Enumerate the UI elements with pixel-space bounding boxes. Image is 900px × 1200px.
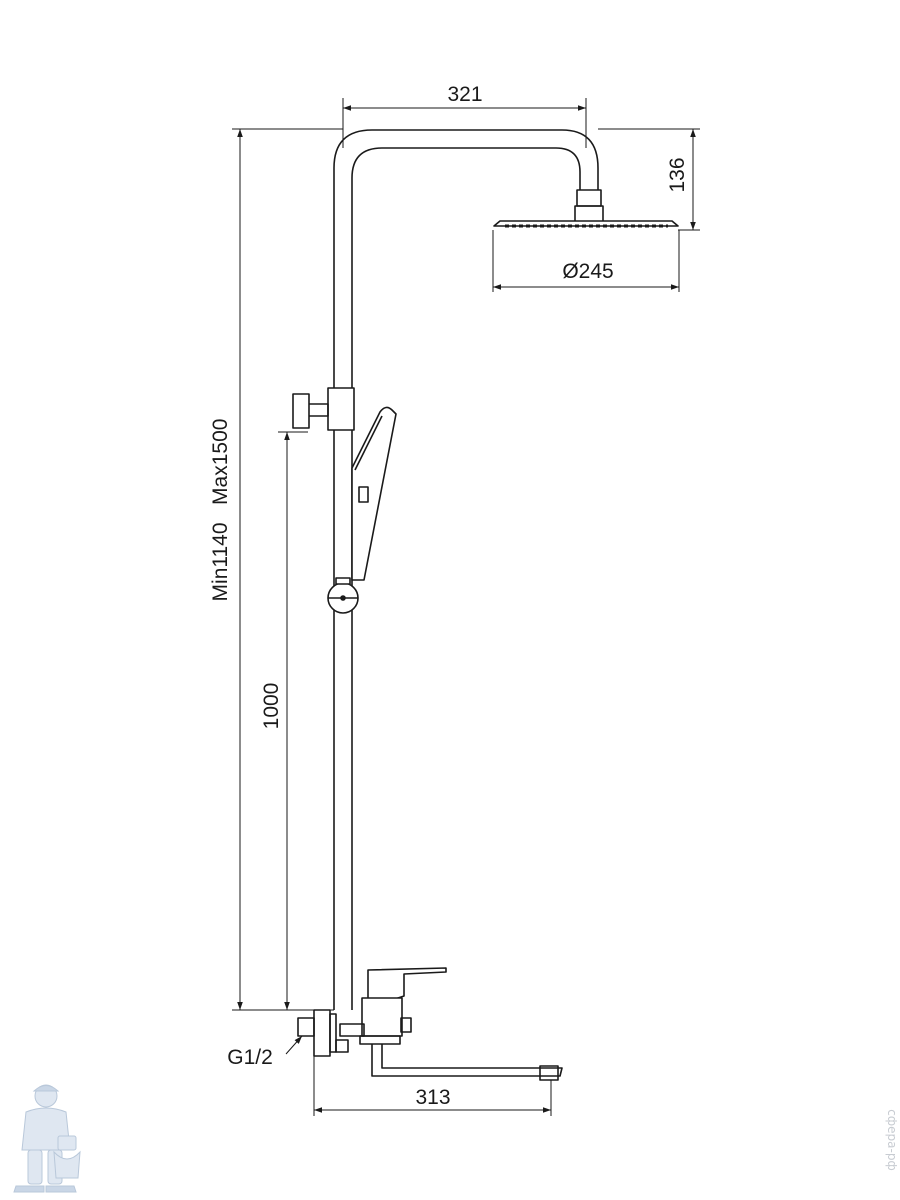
hand-shower-face <box>354 415 383 471</box>
bracket-knob-upper <box>292 393 310 429</box>
mixer-nut-lower <box>335 1039 349 1053</box>
slide-holder-screw <box>340 595 346 601</box>
inlet-eccentric <box>297 1017 315 1037</box>
slide-holder-clip <box>335 577 351 585</box>
hand-shower-button <box>358 486 369 503</box>
mixer-lever <box>367 967 447 1001</box>
wall-bracket-upper <box>327 387 355 431</box>
bath-spout <box>371 1044 563 1077</box>
wall-flange <box>313 1009 331 1057</box>
mixer-cartridge-nut <box>400 1017 412 1033</box>
wall-flange-plate <box>329 1013 337 1053</box>
dim-label-height-range: Min1140 Max1500 <box>209 419 232 602</box>
spout-aerator <box>539 1065 559 1081</box>
bracket-arm-upper <box>307 403 329 417</box>
hand-shower <box>351 406 397 581</box>
mixer-lower-body <box>359 1035 401 1045</box>
dim-label-245: Ø245 <box>562 260 613 283</box>
head-connector-nut <box>574 205 604 223</box>
riser-pipe-inner <box>351 147 581 1010</box>
dim-label-136: 136 <box>666 157 689 192</box>
mixer-connector <box>339 1023 365 1037</box>
watermark-site-text: сфера-рф <box>885 1109 899 1170</box>
plumber-mascot-logo <box>13 1084 81 1193</box>
riser-pipe <box>333 129 599 1010</box>
dim-label-313: 313 <box>415 1086 450 1109</box>
mixer-body <box>361 997 403 1037</box>
dim-label-g12: G1/2 <box>227 1046 273 1069</box>
dim-label-321: 321 <box>447 83 482 106</box>
leader-g12 <box>285 1035 303 1055</box>
dim-label-1000: 1000 <box>260 683 283 730</box>
head-connector <box>576 189 602 207</box>
